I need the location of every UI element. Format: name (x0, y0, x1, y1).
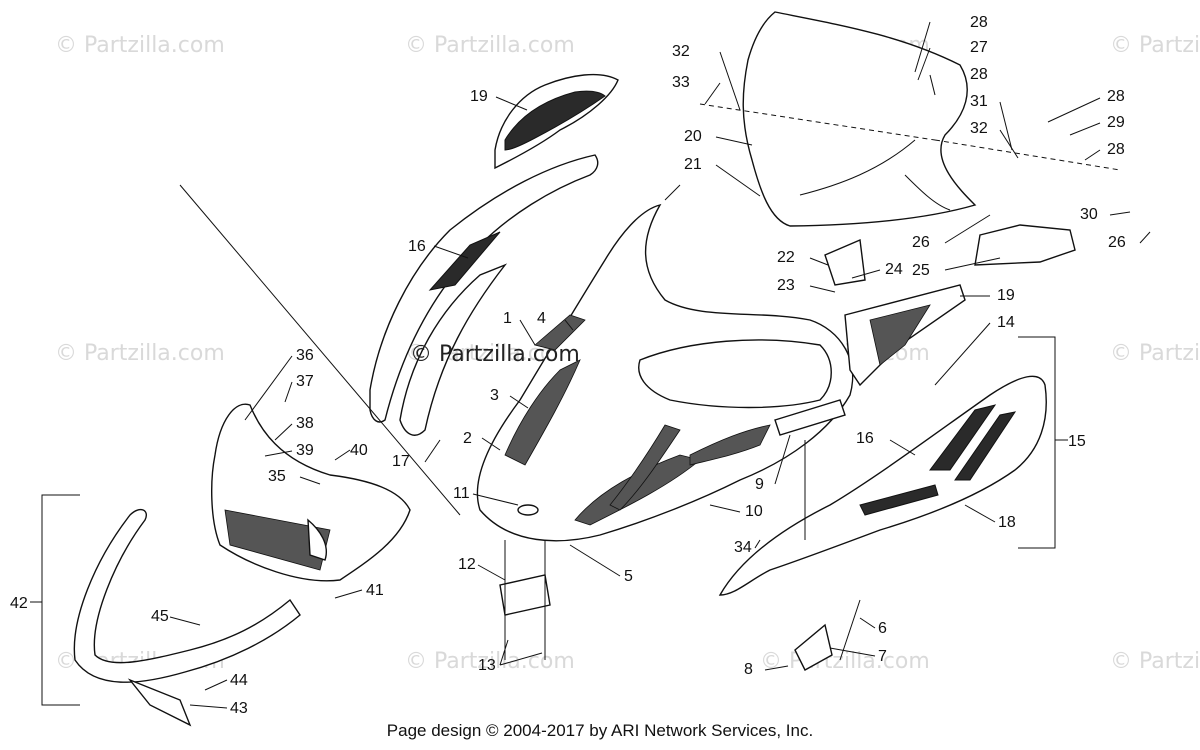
callout-label: 39 (296, 442, 314, 459)
hardware-brackets (499, 224, 1076, 671)
callout-label: 35 (268, 468, 286, 485)
callout-label: 5 (624, 568, 633, 585)
callout-label: 28 (970, 66, 988, 83)
callout-label: 36 (296, 347, 314, 364)
callout-label: 15 (1068, 433, 1086, 450)
callout-label: 3 (490, 387, 499, 404)
callout-label: 7 (878, 648, 887, 665)
callout-label: 2 (463, 430, 472, 447)
callout-label: 8 (744, 661, 753, 678)
callout-label: 14 (997, 314, 1015, 331)
trim-panel-17 (399, 263, 508, 436)
callout-label: 40 (350, 442, 368, 459)
callout-label: 28 (1107, 141, 1125, 158)
page-footer: Page design © 2004-2017 by ARI Network S… (386, 721, 814, 740)
group-brackets (30, 336, 1068, 706)
callout-label: 19 (470, 88, 488, 105)
callout-label: 38 (296, 415, 314, 432)
callout-label: 42 (10, 595, 28, 612)
callout-label: 16 (408, 238, 426, 255)
callout-label: 33 (672, 74, 690, 91)
callout-label: 37 (296, 373, 314, 390)
callout-label: 28 (1107, 88, 1125, 105)
callout-label: 4 (537, 310, 546, 327)
callout-label: 17 (392, 453, 410, 470)
side-trim-strip (369, 154, 599, 423)
callout-label: 26 (1108, 234, 1126, 251)
callout-label: 20 (684, 128, 702, 145)
callout-label: 29 (1107, 114, 1125, 131)
leader-lines (169, 21, 1151, 709)
callout-label: 18 (998, 514, 1016, 531)
watermark: © Partzilla.com (405, 33, 575, 58)
callout-label: 28 (970, 14, 988, 31)
callout-label: 30 (1080, 206, 1098, 223)
side-panel-right (718, 284, 1047, 596)
front-bumper (73, 508, 301, 727)
callout-label: 9 (755, 476, 764, 493)
callout-label: 45 (151, 608, 169, 625)
assembly-lines (179, 103, 1121, 660)
callout-label: 32 (672, 43, 690, 60)
callout-label: 32 (970, 120, 988, 137)
callout-label: 34 (734, 539, 752, 556)
callout-label: 44 (230, 672, 248, 689)
callout-label: 11 (453, 485, 470, 502)
watermark: © Partzilla.com (55, 341, 225, 366)
callout-label: 13 (478, 657, 496, 674)
callout-label: 6 (878, 620, 887, 637)
callout-label: 25 (912, 262, 930, 279)
callout-label: 26 (912, 234, 930, 251)
callout-label: 27 (970, 39, 988, 56)
hood-main (476, 203, 854, 542)
callout-label: 31 (970, 93, 988, 110)
callout-label: 16 (856, 430, 874, 447)
windshield (742, 11, 977, 227)
callout-label: 12 (458, 556, 476, 573)
center-watermark: © Partzilla.com (410, 342, 580, 367)
callout-label: 24 (885, 261, 903, 278)
watermark: © Partzilla.com (55, 33, 225, 58)
callout-label: 22 (777, 249, 795, 266)
callout-label: 10 (745, 503, 763, 520)
visor-upper (494, 73, 619, 170)
watermark: © Partzilla.com (1110, 33, 1200, 58)
callout-label: 1 (503, 310, 512, 327)
watermark: © Partzilla.com (1110, 341, 1200, 366)
watermark: © Partzilla.com (405, 649, 575, 674)
nose-cone (211, 403, 411, 582)
callout-label: 19 (997, 287, 1015, 304)
callout-label: 43 (230, 700, 248, 717)
callout-layer: 28 27 28 32 33 31 28 29 28 32 20 21 19 1… (10, 14, 1126, 717)
watermark: © Partzilla.com (1110, 649, 1200, 674)
callout-label: 23 (777, 277, 795, 294)
callout-label: 21 (684, 156, 702, 173)
watermark: © Partzilla.com (760, 649, 930, 674)
callout-label: 41 (366, 582, 384, 599)
